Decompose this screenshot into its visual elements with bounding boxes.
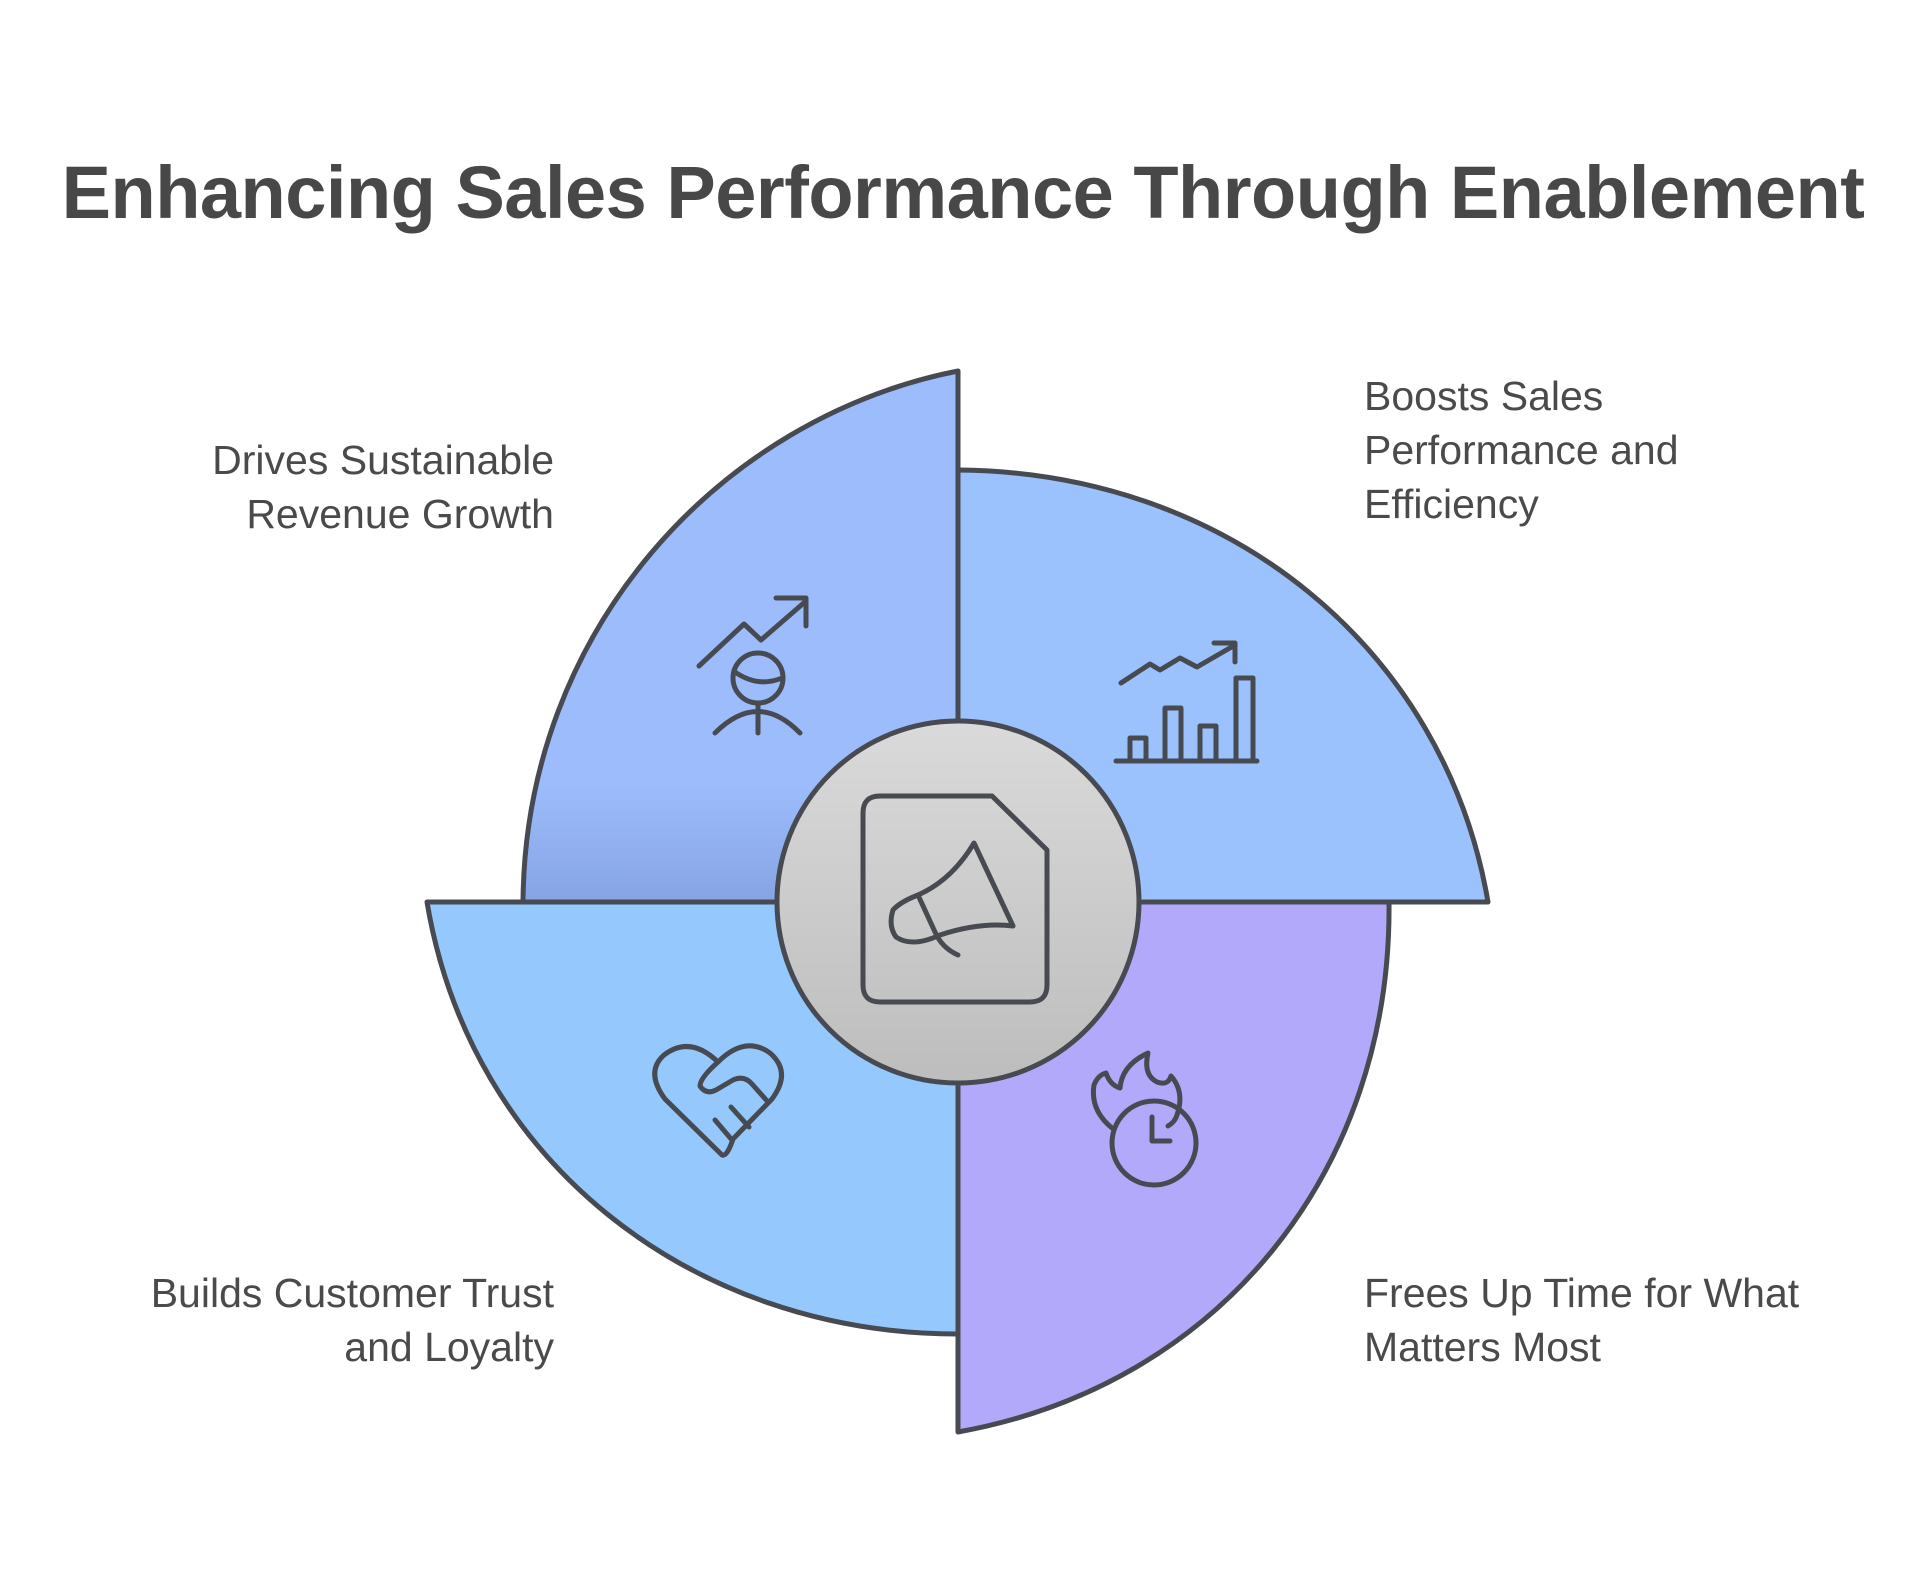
label-top-left-line-1: Drives Sustainable <box>212 437 554 483</box>
bar-chart-trend-icon <box>1113 640 1260 764</box>
label-top-right: Boosts Sales Performance and Efficiency <box>1364 369 1804 531</box>
heart-handshake-icon <box>652 1043 784 1158</box>
label-bottom-right: Frees Up Time for What Matters Most <box>1364 1266 1884 1374</box>
person-growth-arrow-icon <box>696 595 809 736</box>
label-top-right-line-3: Efficiency <box>1364 481 1539 527</box>
label-top-left: Drives Sustainable Revenue Growth <box>150 433 554 541</box>
fire-clock-icon <box>1090 1050 1199 1188</box>
label-top-right-line-1: Boosts Sales <box>1364 373 1604 419</box>
label-bottom-left-line-1: Builds Customer Trust <box>150 1270 554 1316</box>
center-hub <box>774 718 1142 1086</box>
label-bottom-left-line-2: and Loyalty <box>344 1324 554 1370</box>
label-top-left-line-2: Revenue Growth <box>246 491 554 537</box>
page-title: Enhancing Sales Performance Through Enab… <box>61 151 1865 234</box>
label-bottom-right-line-2: Matters Most <box>1364 1324 1601 1370</box>
label-top-right-line-2: Performance and <box>1364 427 1679 473</box>
megaphone-document-icon <box>860 793 1050 1005</box>
label-bottom-right-line-1: Frees Up Time for What <box>1364 1270 1800 1316</box>
label-bottom-left: Builds Customer Trust and Loyalty <box>60 1266 554 1374</box>
